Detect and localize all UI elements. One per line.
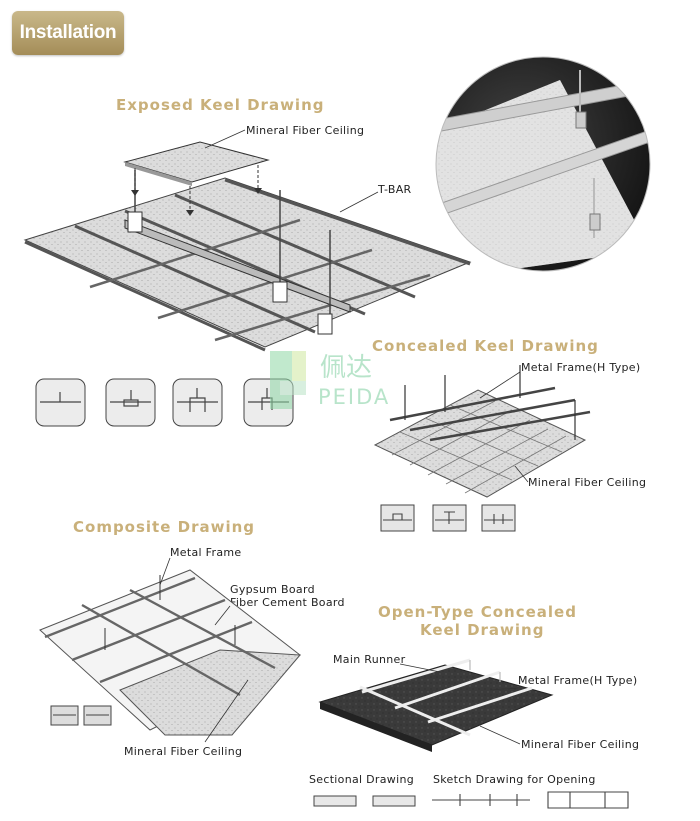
exposed-keel-diagram	[23, 129, 472, 352]
ceiling-photo	[435, 56, 651, 272]
watermark-en: PEIDA	[318, 385, 391, 409]
main-runner-label: Main Runner	[333, 653, 406, 666]
open-type-title-1: Open-Type Concealed	[378, 603, 577, 621]
sketch-drawing-label: Sketch Drawing for Opening	[433, 773, 596, 786]
tbar-label: T-BAR	[378, 183, 412, 196]
watermark-cn: 佩达	[320, 353, 373, 383]
composite-title: Composite Drawing	[73, 518, 256, 536]
exposed-ceiling-label: Mineral Fiber Ceiling	[246, 124, 365, 137]
concealed-ceiling-label: Mineral Fiber Ceiling	[528, 476, 647, 489]
open-type-title-2: Keel Drawing	[420, 621, 545, 639]
composite-frame-label: Metal Frame	[170, 546, 242, 559]
open-ceiling-label: Mineral Fiber Ceiling	[521, 738, 640, 751]
fiber-cement-label: Fiber Cement Board	[230, 596, 345, 609]
gypsum-board-label: Gypsum Board	[230, 583, 315, 596]
exposed-keel-title: Exposed Keel Drawing	[116, 96, 325, 114]
peida-watermark: 佩达 PEIDA	[268, 345, 418, 415]
composite-ceiling-label: Mineral Fiber Ceiling	[124, 745, 243, 758]
open-type-diagram	[313, 658, 629, 809]
peida-logo-icon	[270, 351, 306, 409]
sectional-drawing-label: Sectional Drawing	[309, 773, 415, 786]
concealed-keel-title: Concealed Keel Drawing	[372, 337, 599, 355]
concealed-joint-details	[380, 504, 516, 532]
concealed-frame-label: Metal Frame(H Type)	[521, 361, 641, 374]
composite-diagram	[39, 557, 302, 743]
installation-badge: Installation	[12, 11, 124, 55]
concealed-keel-diagram	[373, 365, 591, 498]
exposed-joint-details	[35, 378, 294, 427]
open-frame-label: Metal Frame(H Type)	[518, 674, 638, 687]
